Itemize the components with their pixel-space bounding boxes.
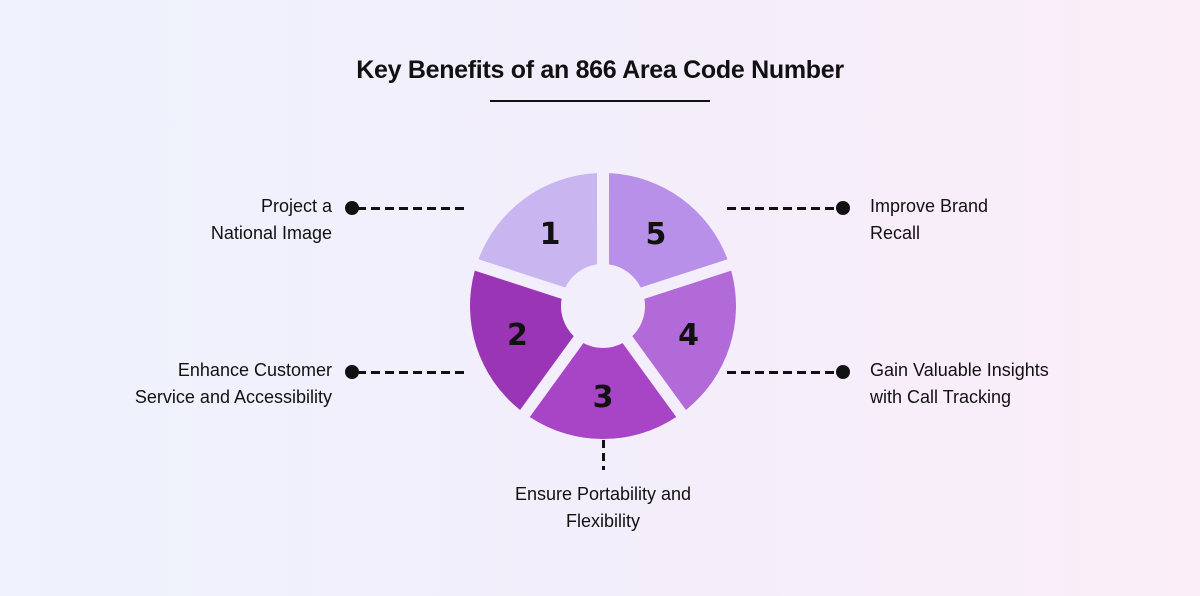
label-4-line1: Gain Valuable Insights bbox=[870, 360, 1049, 380]
connector-dot-2 bbox=[345, 365, 359, 379]
label-3-line2: Flexibility bbox=[565, 511, 640, 531]
label-2-line1: Enhance Customer bbox=[177, 360, 332, 380]
connector-line-1 bbox=[357, 207, 469, 210]
connector-line-2 bbox=[357, 371, 469, 374]
connector-line-5 bbox=[727, 207, 839, 210]
segment-4 bbox=[632, 270, 736, 410]
label-5-line1: Improve Brand bbox=[870, 196, 989, 216]
connector-dot-4 bbox=[836, 365, 850, 379]
segment-1 bbox=[478, 173, 598, 288]
page-title: Key Benefits of an 866 Area Code Number bbox=[356, 56, 844, 84]
label-1-line2: National Image bbox=[210, 223, 332, 243]
segment-number-5: 5 bbox=[645, 217, 666, 252]
connector-line-3 bbox=[602, 440, 605, 470]
connector-dot-5 bbox=[836, 201, 850, 215]
segment-5 bbox=[608, 173, 728, 288]
connector-dot-1 bbox=[345, 201, 359, 215]
segment-number-4: 4 bbox=[678, 318, 699, 353]
label-4-line2: with Call Tracking bbox=[870, 387, 1012, 407]
label-1-line1: Project a bbox=[260, 196, 332, 216]
segment-number-3: 3 bbox=[593, 380, 614, 415]
connector-line-4 bbox=[727, 371, 839, 374]
segment-number-2: 2 bbox=[507, 318, 528, 353]
label-2-line2: Service and Accessibility bbox=[134, 387, 332, 407]
title-underline bbox=[490, 100, 710, 102]
label-3-line1: Ensure Portability and bbox=[514, 484, 692, 504]
label-4: Gain Valuable Insights with Call Tracking bbox=[870, 357, 1049, 411]
label-5-line2: Recall bbox=[870, 223, 921, 243]
segment-number-1: 1 bbox=[540, 217, 561, 252]
segment-3 bbox=[529, 343, 677, 440]
label-1: Project a National Image bbox=[211, 193, 332, 247]
segment-2 bbox=[470, 270, 574, 410]
